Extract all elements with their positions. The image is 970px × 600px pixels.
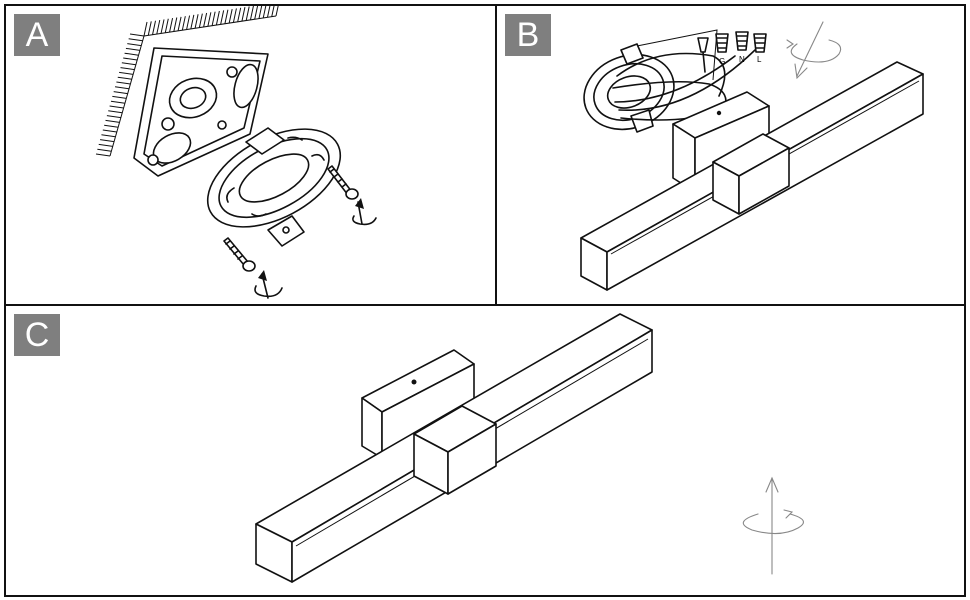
- ceiling-hatch-stroke: [127, 44, 141, 46]
- ceiling-hatch-stroke: [216, 11, 219, 25]
- step-c-panel: C: [4, 304, 966, 597]
- ceiling-hatch-stroke: [107, 116, 121, 118]
- ceiling-hatch-stroke: [97, 149, 111, 151]
- ceiling-hatch-stroke: [103, 130, 117, 132]
- ceiling-hatch-stroke: [99, 144, 113, 146]
- ceiling-hatch-stroke: [204, 13, 207, 27]
- ceiling-hatch-stroke: [126, 48, 140, 50]
- ceiling-hatch-stroke: [161, 19, 164, 33]
- ceiling-hatch-stroke: [123, 58, 137, 60]
- rotate-guide-icon: [743, 478, 803, 574]
- ceiling-hatch-stroke: [191, 15, 194, 29]
- wiring-connection-illustration: G N L: [497, 6, 964, 304]
- ceiling-hatch-stroke: [221, 10, 224, 24]
- ceiling-hatch-stroke: [118, 77, 132, 79]
- connector-mark-neutral: N: [739, 55, 745, 64]
- ceiling-hatching: [96, 6, 279, 156]
- ceiling-hatch-stroke: [212, 12, 215, 26]
- ceiling-hatch-stroke: [199, 14, 202, 28]
- ceiling-hatch-stroke: [125, 53, 139, 55]
- rotate-arrow-icon: [353, 198, 376, 224]
- mounting-screw-right: [328, 166, 358, 199]
- ceiling-hatch-stroke: [101, 135, 115, 137]
- wire-connector: [698, 38, 708, 72]
- ceiling-hatch-stroke: [238, 8, 241, 22]
- connector-mark-live: L: [757, 55, 762, 64]
- supply-wires: [613, 30, 755, 120]
- step-a-label: A: [14, 14, 60, 56]
- ceiling-hatch-stroke: [119, 72, 133, 74]
- connector-mark-ground: G: [719, 57, 725, 66]
- ceiling-hatch-stroke: [182, 16, 185, 30]
- ceiling-hatch-stroke: [144, 22, 147, 36]
- mounting-screw-left: [224, 238, 255, 271]
- ceiling-hatch-stroke: [195, 14, 198, 28]
- step-b-panel: B: [495, 4, 966, 306]
- ceiling-hatch-stroke: [100, 140, 114, 142]
- mounting-plate: [192, 109, 357, 247]
- junction-box: [134, 48, 268, 176]
- ceiling-mounting-plate-illustration: [6, 6, 495, 304]
- wire-connectors: G N L: [698, 32, 766, 72]
- step-c-label: C: [14, 314, 60, 356]
- ceiling-hatch-stroke: [276, 6, 279, 16]
- ceiling-hatch-stroke: [106, 120, 120, 122]
- ceiling-hatch-stroke: [108, 111, 122, 113]
- rotate-guide-icon: [787, 22, 841, 78]
- ceiling-hatch-stroke: [272, 6, 275, 17]
- ceiling-hatch-stroke: [112, 96, 126, 98]
- ceiling-hatch-stroke: [225, 10, 228, 24]
- ceiling-hatch-stroke: [129, 39, 143, 41]
- ceiling-hatch-stroke: [263, 6, 266, 18]
- ceiling-hatch-stroke: [250, 6, 253, 20]
- wall-lamp-body: [256, 314, 652, 582]
- installed-lamp-illustration: [6, 306, 964, 595]
- ceiling-hatch-stroke: [259, 6, 262, 19]
- wire-connector: [716, 34, 728, 52]
- ceiling-hatch-stroke: [208, 12, 211, 26]
- ceiling-hatch-stroke: [115, 87, 129, 89]
- ceiling-hatch-stroke: [96, 154, 110, 156]
- wall-lamp-body: [581, 62, 923, 290]
- ceiling-hatch-stroke: [130, 34, 144, 36]
- ceiling-hatch-stroke: [116, 82, 130, 84]
- rotate-arrow-icon: [255, 270, 282, 298]
- ceiling-hatch-stroke: [111, 101, 125, 103]
- ceiling-hatch-stroke: [229, 9, 232, 23]
- ceiling-hatch-stroke: [114, 92, 128, 94]
- wire-connector: [736, 32, 748, 50]
- ceiling-hatch-stroke: [242, 7, 245, 21]
- ceiling-hatch-stroke: [110, 106, 124, 108]
- ceiling-hatch-stroke: [174, 17, 177, 31]
- ceiling-hatch-stroke: [148, 21, 151, 35]
- ceiling-hatch-stroke: [187, 16, 190, 30]
- step-a-panel: A: [4, 4, 497, 306]
- ceiling-hatch-stroke: [233, 8, 236, 22]
- ceiling-hatch-stroke: [165, 19, 168, 33]
- ceiling-hatch-stroke: [104, 125, 118, 127]
- ceiling-hatch-stroke: [157, 20, 160, 34]
- ceiling-hatch-stroke: [246, 7, 249, 21]
- step-b-label: B: [505, 14, 551, 56]
- wire-connector: [754, 34, 766, 52]
- bracket-plate: [573, 42, 684, 141]
- ceiling-hatch-stroke: [170, 18, 173, 32]
- ceiling-hatch-stroke: [122, 63, 136, 65]
- ceiling-hatch-stroke: [255, 6, 258, 19]
- ceiling-hatch-stroke: [178, 17, 181, 31]
- ceiling-hatch-stroke: [153, 21, 156, 35]
- ceiling-hatch-stroke: [120, 68, 134, 70]
- ceiling-hatch-stroke: [267, 6, 270, 17]
